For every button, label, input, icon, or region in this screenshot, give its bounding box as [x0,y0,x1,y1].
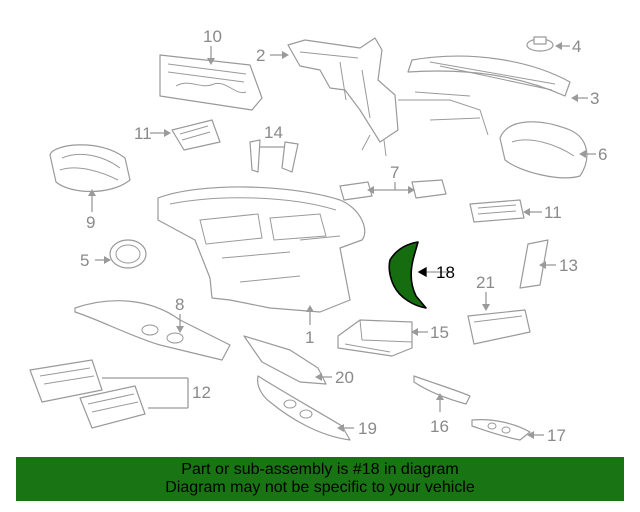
part-8-lower-bezel [74,300,231,361]
callout-20: 20 [335,368,354,387]
notice-banner: Part or sub-assembly is #18 in diagram D… [16,457,624,501]
callout-15: 15 [430,323,449,342]
callout-14: 14 [264,123,283,142]
part-4-clip [526,36,554,52]
part-11-left-vent [171,119,221,151]
callout-19: 19 [358,419,377,438]
part-7-center-vents [339,179,447,201]
callout-5: 5 [80,251,89,270]
callout-numbers: 10 2 3 4 6 11 14 9 7 11 5 18 13 8 1 21 1… [80,27,607,445]
callout-21: 21 [476,273,495,292]
part-13-bracket [519,239,549,289]
callout-11-right: 11 [544,203,562,222]
callout-11-left: 11 [134,124,152,143]
callout-4: 4 [572,37,581,56]
part-2-dash-frame [287,37,489,157]
part-21-storage-box [467,309,531,345]
part-9-instrument-cluster [49,144,131,193]
callout-7: 7 [390,163,399,182]
part-10-upper-panel [159,54,263,111]
leader-lines [88,42,596,439]
callout-6: 6 [598,145,607,164]
part-16-trim-strip [413,375,471,405]
banner-line-1: Part or sub-assembly is #18 in diagram [181,461,459,478]
callout-1: 1 [305,328,314,347]
part-17-switch-bezel [471,419,531,441]
part-6-airbag-module [499,121,588,179]
callout-8: 8 [175,295,184,314]
callout-16: 16 [430,417,449,436]
part-18-trim-panel [388,241,427,309]
banner-line-2: Diagram may not be specific to your vehi… [165,479,475,496]
callout-12: 12 [192,383,211,402]
part-20-lower-trim [243,335,327,385]
part-19-knee-bolster [257,375,351,441]
callout-9: 9 [86,213,95,232]
callout-13: 13 [559,256,578,275]
part-5-speaker-grille [109,239,147,269]
callout-3: 3 [590,89,599,108]
part-11-right-vent [469,199,525,223]
callout-18: 18 [436,263,455,282]
callout-17: 17 [547,426,566,445]
parts-diagram: 10 2 3 4 6 11 14 9 7 11 5 18 13 8 1 21 1… [29,27,607,445]
part-1-instrument-panel [157,186,366,313]
part-15-drawer [337,319,413,357]
part-14-trim-clips [249,139,299,173]
callout-2: 2 [256,46,265,65]
callout-10: 10 [203,27,222,46]
part-3-defroster-strip [407,55,571,97]
part-12-lower-vents [29,359,146,429]
